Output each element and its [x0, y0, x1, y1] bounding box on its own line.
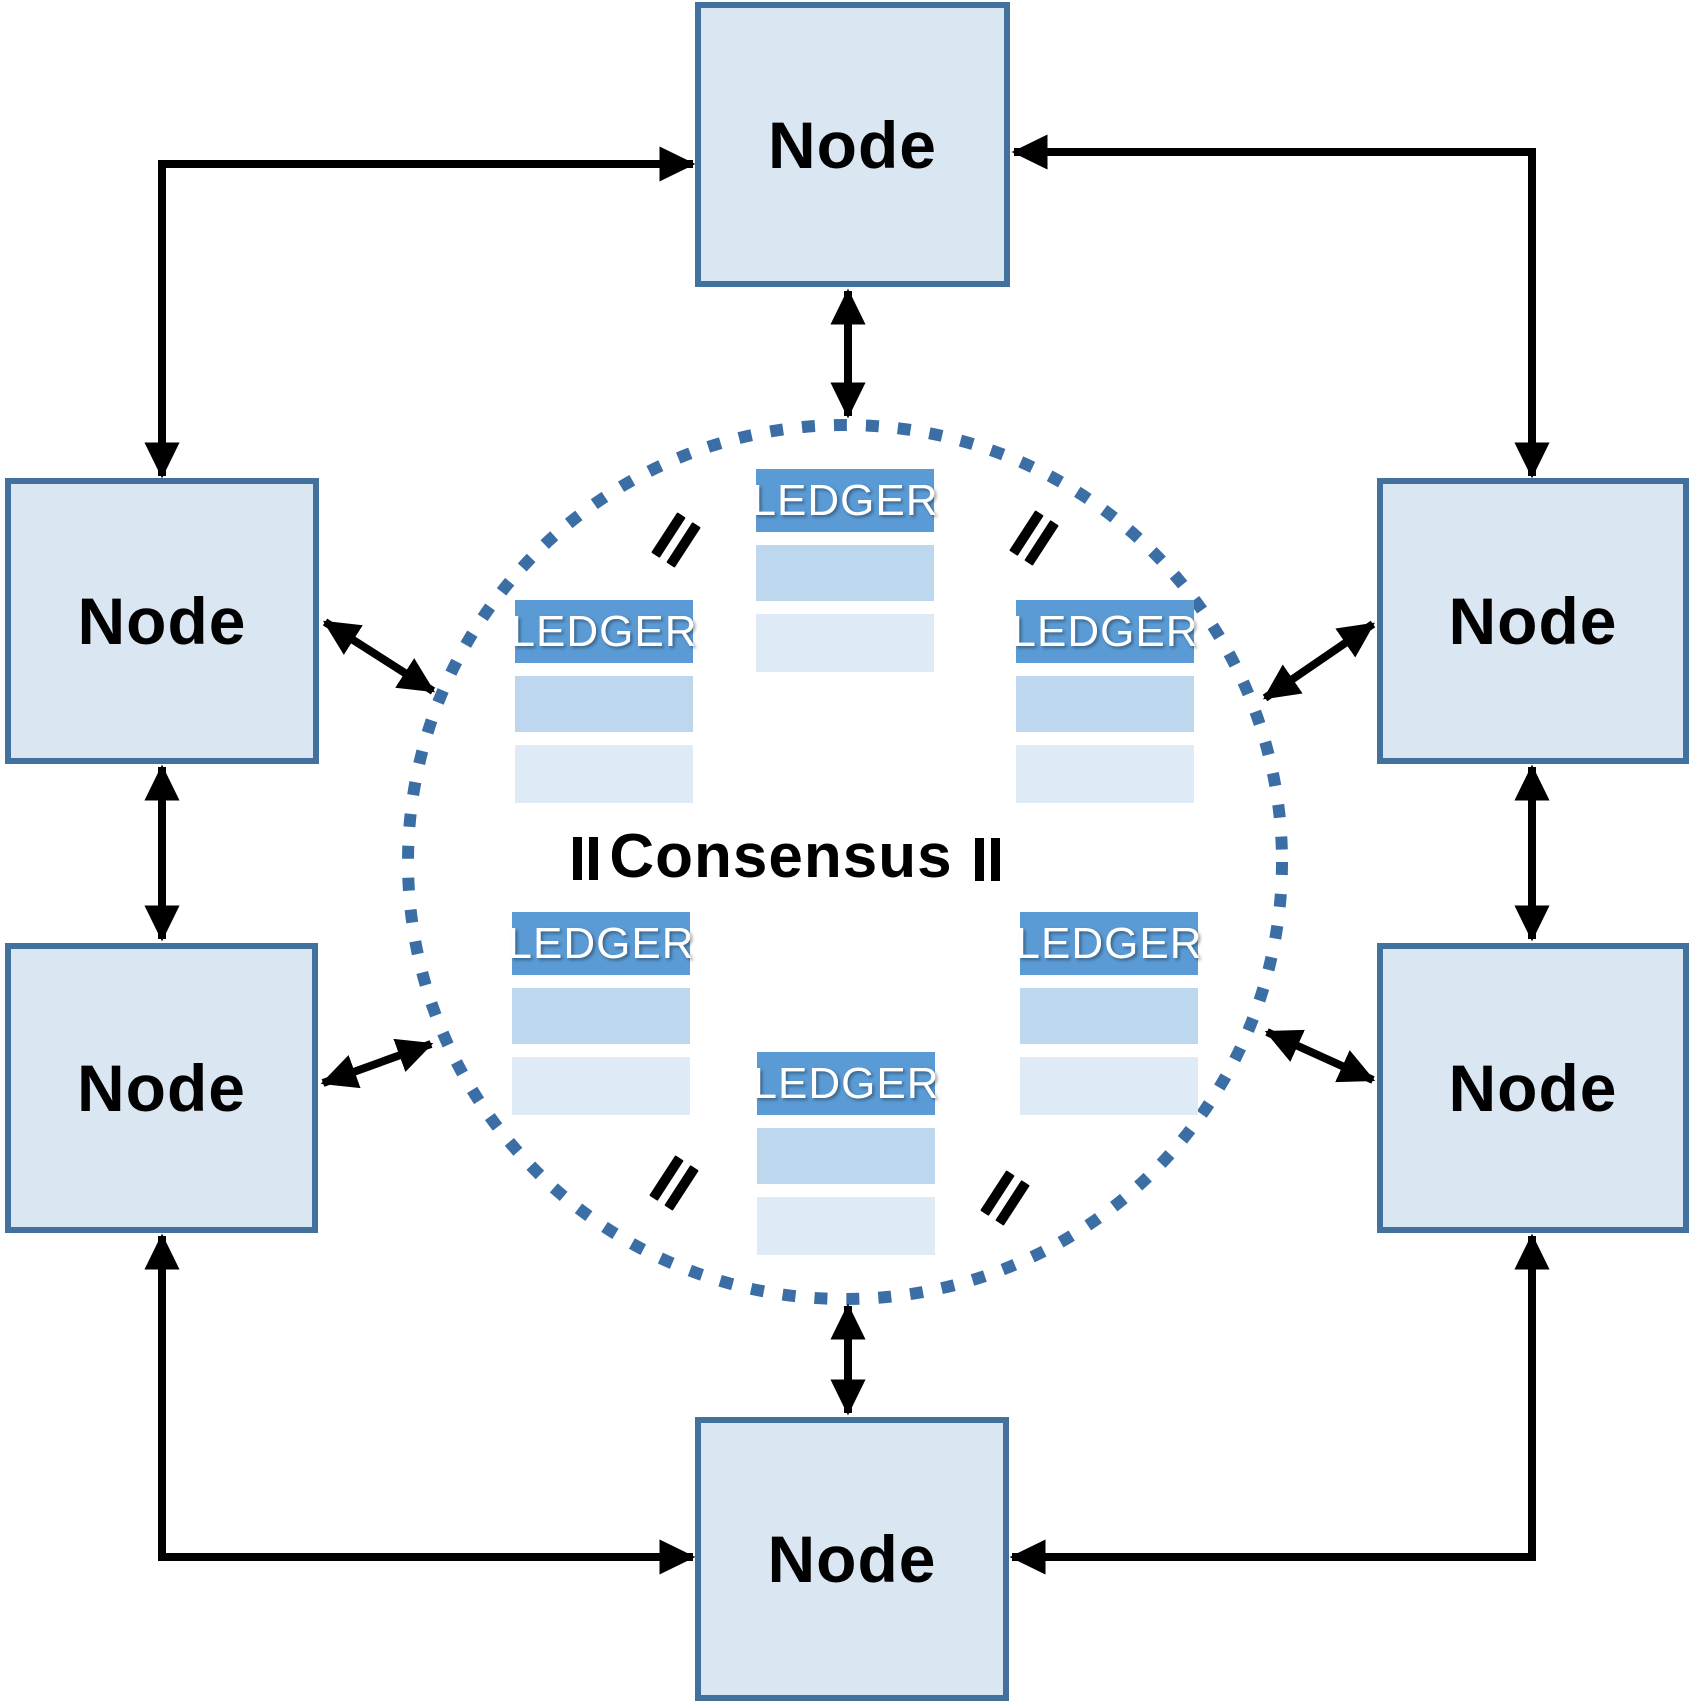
equals-bar [975, 838, 984, 881]
ledger-header: LEDGER [753, 1052, 938, 1115]
ledger-row [757, 1197, 935, 1255]
equals-bar [589, 837, 598, 880]
node-box-right-lower: Node [1377, 943, 1689, 1233]
ledger-header: LEDGER [511, 600, 696, 663]
ledger-table-mid-left: LEDGER [511, 600, 696, 803]
ledger-row [512, 988, 690, 1044]
ledger-table-lower-left: LEDGER [508, 912, 693, 1115]
node-label: Node [767, 1522, 937, 1596]
equals-bar [573, 837, 582, 880]
ledger-header: LEDGER [1016, 912, 1201, 975]
ledger-table-bottom-center: LEDGER [753, 1052, 938, 1255]
ledger-table-lower-right: LEDGER [1016, 912, 1201, 1115]
vertical-equals-icon [573, 837, 598, 880]
arrow-right-upper-node-to-circle [1262, 620, 1376, 702]
ledger-table-mid-right: LEDGER [1012, 600, 1197, 803]
node-label: Node [77, 1051, 246, 1125]
ledger-row [1020, 988, 1198, 1044]
ledger-row [1016, 745, 1194, 803]
ledger-row [512, 1057, 690, 1115]
node-label: Node [1448, 584, 1618, 658]
arrow-left-upper-node-to-circle [322, 618, 436, 695]
ledger-row [756, 545, 934, 601]
vertical-equals-icon [975, 838, 1000, 881]
arrow-bottom-right-elbow [1009, 1233, 1550, 1575]
arrow-left-lower-node-to-circle [320, 1038, 434, 1089]
node-label: Node [768, 107, 937, 182]
ledger-row [515, 676, 693, 732]
ledger-header: LEDGER [1012, 600, 1197, 663]
node-box-top: Node [695, 2, 1010, 287]
ledger-row [1020, 1057, 1198, 1115]
node-box-bottom: Node [695, 1417, 1009, 1701]
node-label: Node [77, 584, 247, 658]
ledger-header: LEDGER [752, 469, 937, 532]
ledger-row [515, 745, 693, 803]
node-box-left-upper: Node [5, 478, 319, 764]
ledger-row [1016, 676, 1194, 732]
arrow-right-lower-node-to-circle [1264, 1028, 1376, 1084]
arrow-bottom-left-elbow [144, 1233, 696, 1575]
node-box-right-upper: Node [1377, 478, 1689, 764]
ledger-table-top-center: LEDGER [752, 469, 937, 672]
node-label: Node [1448, 1051, 1618, 1125]
consensus-dotted-circle [402, 419, 1288, 1305]
ledger-header: LEDGER [508, 912, 693, 975]
equals-bar [991, 838, 1000, 881]
arrow-top-left-elbow [144, 146, 696, 479]
consensus-label: Consensus [609, 822, 953, 891]
ledger-row [757, 1128, 935, 1184]
ledger-row [756, 614, 934, 672]
arrow-top-right-elbow [1011, 134, 1550, 479]
node-box-left-lower: Node [5, 943, 318, 1233]
